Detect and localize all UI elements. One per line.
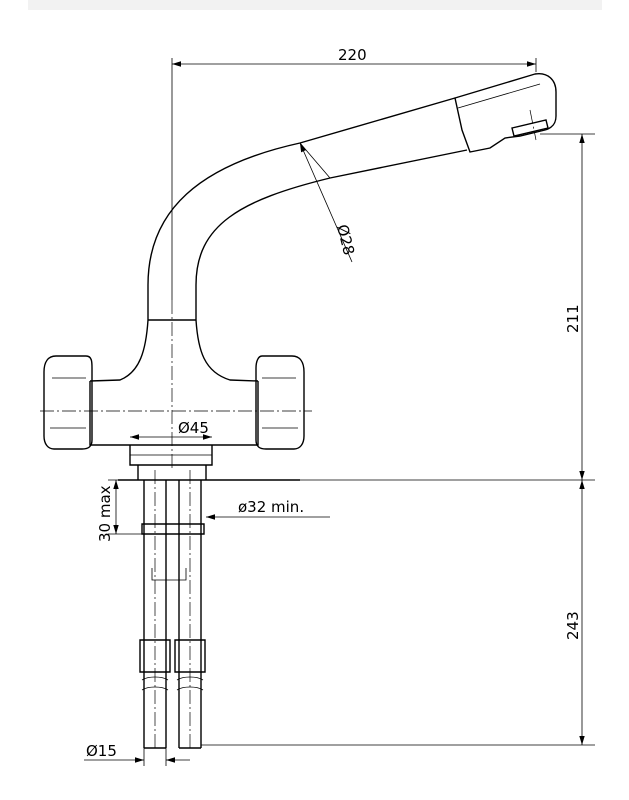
dim-base-diameter: Ø45 (130, 419, 212, 440)
dim-label-220: 220 (338, 46, 367, 64)
dim-label-30-max: 30 max (96, 485, 114, 542)
dim-hole-diameter: ø32 min. (206, 498, 330, 520)
supply-pipes (139, 480, 206, 749)
dim-deck-thickness: 30 max (96, 479, 144, 542)
dim-label-hole-diameter: ø32 min. (238, 498, 304, 516)
dim-overall-width: 220 (171, 46, 537, 300)
dim-label-243: 243 (564, 611, 582, 640)
dim-below-deck-length: 243 (201, 480, 595, 746)
left-handle (43, 355, 93, 450)
dim-spout-diameter: Ø28 (299, 142, 358, 263)
dim-label-supply-pipe-diameter: Ø15 (86, 742, 117, 760)
spray-head (454, 73, 557, 153)
faucet-body (89, 97, 468, 481)
top-scrollbar-strip (28, 0, 602, 10)
dim-label-spout-diameter: Ø28 (333, 223, 358, 257)
centerlines (40, 109, 537, 750)
dim-spout-height: 211 (300, 133, 595, 481)
right-handle (255, 355, 305, 450)
dim-supply-pipe-diameter: Ø15 (84, 742, 190, 766)
dim-label-211: 211 (564, 304, 582, 333)
dim-label-base-diameter: Ø45 (178, 419, 209, 437)
